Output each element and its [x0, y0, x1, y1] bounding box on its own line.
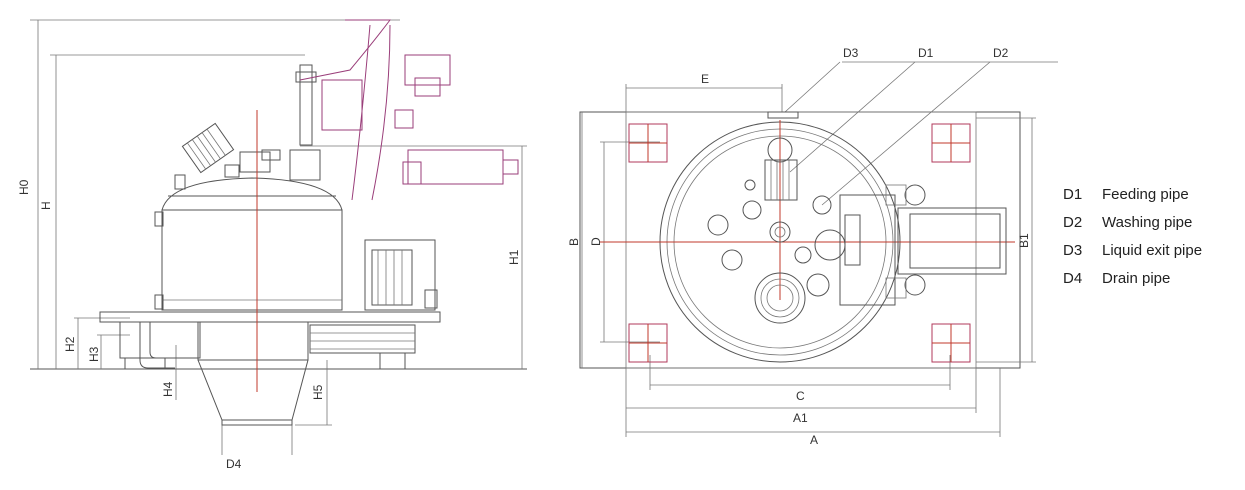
dim-d1: D1 [918, 46, 934, 60]
dim-d2: D2 [993, 46, 1009, 60]
legend: D1 Feeding pipe D2 Washing pipe D3 Liqui… [1063, 186, 1202, 287]
legend-code: D2 [1063, 214, 1082, 231]
legend-label: Liquid exit pipe [1102, 242, 1202, 259]
legend-label: Washing pipe [1102, 214, 1192, 231]
dim-d: D [589, 237, 603, 246]
dim-h0: H0 [17, 179, 31, 195]
dim-b: B [567, 238, 581, 246]
legend-code: D3 [1063, 242, 1082, 259]
dim-h1: H1 [507, 249, 521, 265]
dim-d4: D4 [226, 457, 242, 471]
legend-label: Feeding pipe [1102, 186, 1189, 203]
legend-label: Drain pipe [1102, 270, 1170, 287]
dim-h3: H3 [87, 346, 101, 362]
dim-h2: H2 [63, 336, 77, 352]
dim-d3: D3 [843, 46, 859, 60]
dim-h: H [39, 201, 53, 210]
side-view: H0 H H1 H2 H3 H4 H5 D4 [17, 19, 527, 471]
dim-h5: H5 [311, 384, 325, 400]
dim-e: E [701, 72, 709, 86]
dim-b1: B1 [1017, 233, 1031, 248]
dim-h4: H4 [161, 381, 175, 397]
top-view: D3 D1 D2 E B D B1 C A1 A [567, 46, 1058, 447]
legend-code: D4 [1063, 270, 1082, 287]
dim-a1: A1 [793, 411, 808, 425]
legend-code: D1 [1063, 186, 1082, 203]
dim-c: C [796, 389, 805, 403]
dim-a: A [810, 433, 818, 447]
